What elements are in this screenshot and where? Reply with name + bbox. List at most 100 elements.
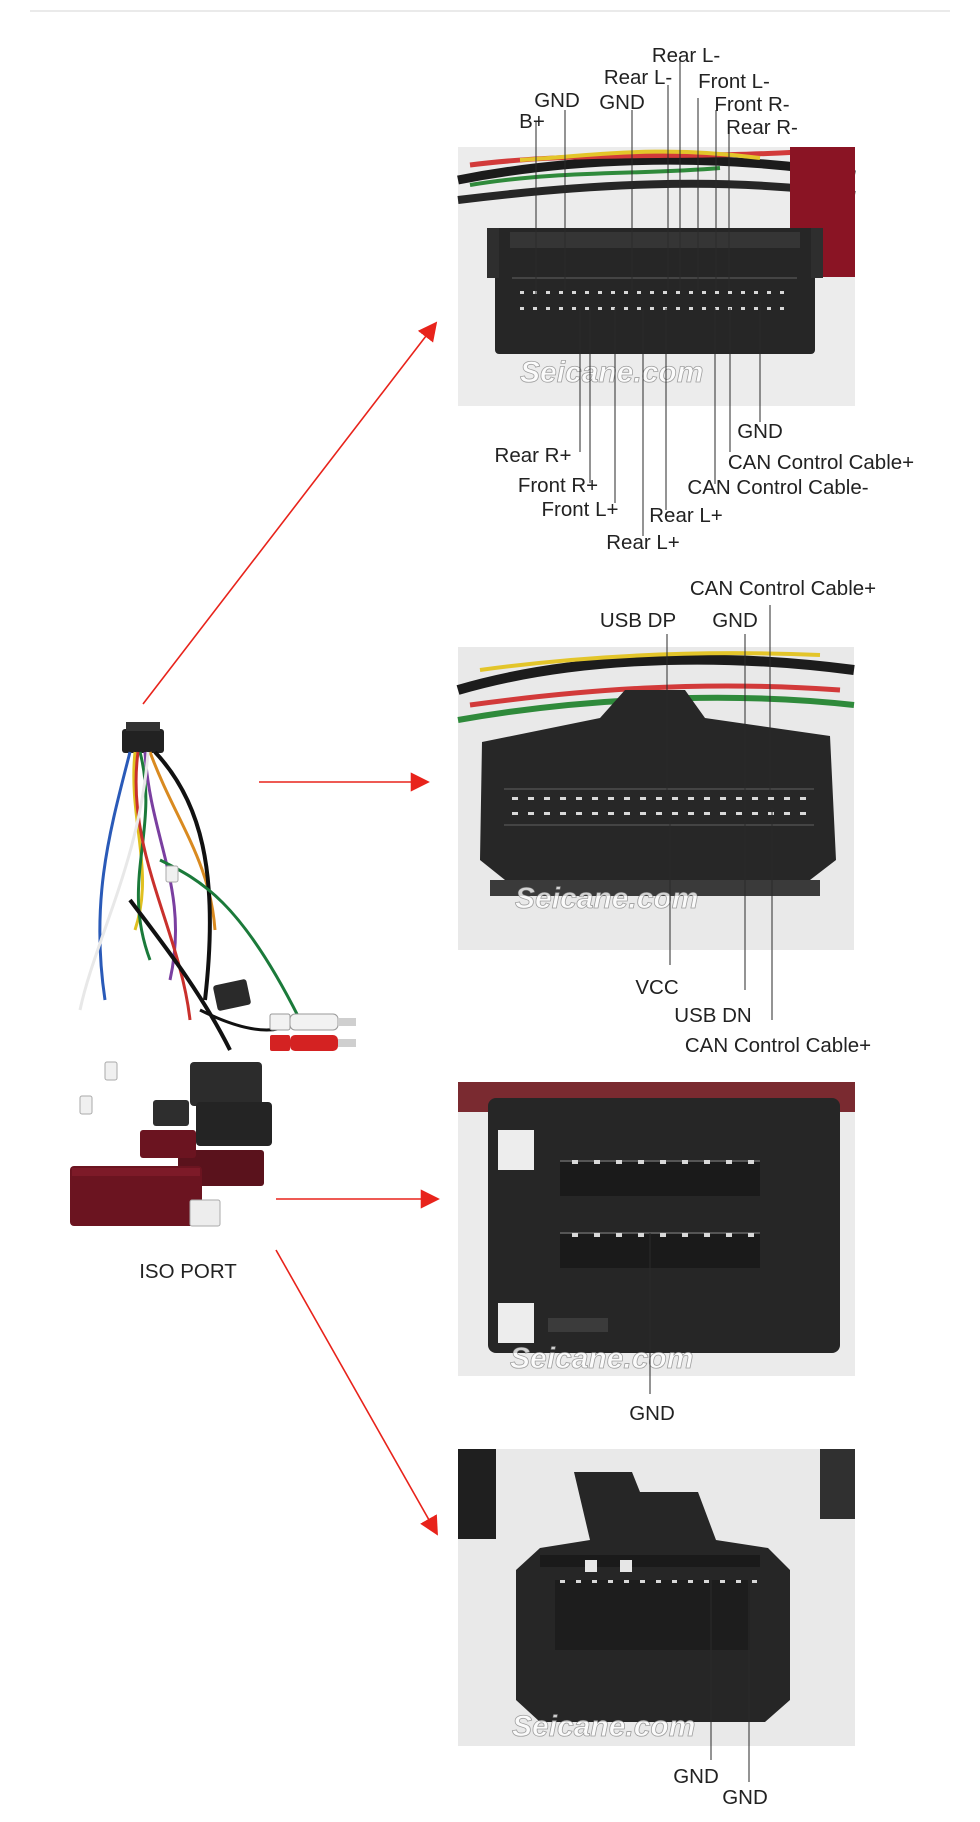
connector-pin bbox=[800, 797, 806, 800]
connector-pin bbox=[656, 797, 662, 800]
label-b-plus: B+ bbox=[519, 110, 545, 133]
connector-pin bbox=[682, 1233, 688, 1237]
iso-harness-image bbox=[70, 722, 356, 1227]
connector-pin bbox=[748, 1160, 754, 1164]
connector-pin bbox=[736, 797, 742, 800]
connector-pin bbox=[780, 291, 784, 294]
connector-pin bbox=[572, 291, 576, 294]
label-front-r-plus: Front R+ bbox=[518, 474, 598, 497]
connector-pin bbox=[611, 291, 615, 294]
connector-pin bbox=[572, 1233, 578, 1237]
connector-pin bbox=[608, 812, 614, 815]
connector-pin bbox=[689, 307, 693, 310]
connector-pin bbox=[616, 1160, 622, 1164]
connector-pin bbox=[715, 307, 719, 310]
connector-pin bbox=[616, 1233, 622, 1237]
connector-pin bbox=[637, 307, 641, 310]
label-front-r-minus: Front R- bbox=[714, 93, 789, 116]
connector-pin bbox=[608, 1580, 613, 1583]
label-vcc: VCC bbox=[635, 976, 678, 999]
connector-pin bbox=[637, 291, 641, 294]
label-gnd-top-a: GND bbox=[534, 89, 580, 112]
connector-pin bbox=[676, 291, 680, 294]
connector-pin bbox=[736, 812, 742, 815]
connector-pin bbox=[768, 812, 774, 815]
label-can-control-cable-plus-3: CAN Control Cable+ bbox=[685, 1034, 871, 1057]
connector-pin bbox=[546, 307, 550, 310]
connector-pin bbox=[533, 291, 537, 294]
connector-photo-1: Seicane.com bbox=[457, 147, 856, 406]
iso-port-caption: ISO PORT bbox=[139, 1260, 237, 1283]
arrow-to-panel-4 bbox=[275, 1249, 438, 1536]
connector-pin bbox=[650, 291, 654, 294]
connector-pin bbox=[672, 812, 678, 815]
connector-pin bbox=[624, 797, 630, 800]
connector-pin bbox=[728, 291, 732, 294]
connector-pin bbox=[682, 1160, 688, 1164]
watermark-3: Seicane.com bbox=[510, 1342, 693, 1375]
connector-pin bbox=[624, 291, 628, 294]
connector-pin bbox=[663, 307, 667, 310]
label-rear-l-plus-b: Rear L+ bbox=[606, 531, 680, 554]
connector-photo-3: Seicane.com bbox=[458, 1082, 855, 1376]
connector-pin bbox=[656, 812, 662, 815]
connector-pin bbox=[752, 797, 758, 800]
connector-pin bbox=[704, 812, 710, 815]
connector-pin bbox=[672, 1580, 677, 1583]
connector-pin bbox=[704, 797, 710, 800]
connector-pin bbox=[572, 307, 576, 310]
connector-pin bbox=[752, 1580, 757, 1583]
connector-pin bbox=[638, 1160, 644, 1164]
connector-pin bbox=[663, 291, 667, 294]
connector-pin bbox=[656, 1580, 661, 1583]
label-can-control-cable-plus-1: CAN Control Cable+ bbox=[728, 451, 914, 474]
connector-pin bbox=[592, 797, 598, 800]
connector-pin bbox=[624, 812, 630, 815]
label-gnd-panel-4-a: GND bbox=[673, 1765, 719, 1788]
connector-pin bbox=[688, 1580, 693, 1583]
connector-pin bbox=[572, 1160, 578, 1164]
connector-pin bbox=[702, 291, 706, 294]
pin-row-2 bbox=[512, 797, 806, 815]
label-gnd-panel-2: GND bbox=[712, 609, 758, 632]
connector-pin bbox=[598, 291, 602, 294]
connector-pin bbox=[559, 307, 563, 310]
connector-pin bbox=[720, 812, 726, 815]
connector-pin bbox=[720, 797, 726, 800]
connector-pin bbox=[576, 812, 582, 815]
connector-pin bbox=[585, 291, 589, 294]
label-gnd-panel-4-b: GND bbox=[722, 1786, 768, 1809]
connector-pin bbox=[736, 1580, 741, 1583]
connector-pin bbox=[650, 307, 654, 310]
connector-pin bbox=[533, 307, 537, 310]
connector-pin bbox=[780, 307, 784, 310]
pin-row-4 bbox=[560, 1580, 757, 1583]
connector-pin bbox=[800, 812, 806, 815]
connector-pin bbox=[544, 797, 550, 800]
connector-pin bbox=[715, 291, 719, 294]
panel-1-leads bbox=[535, 61, 761, 536]
connector-pin bbox=[640, 1580, 645, 1583]
watermark-1: Seicane.com bbox=[520, 356, 703, 389]
connector-pin bbox=[688, 812, 694, 815]
connector-pin bbox=[520, 291, 524, 294]
connector-pin bbox=[704, 1160, 710, 1164]
connector-pin bbox=[704, 1580, 709, 1583]
label-rear-l-minus-a: Rear L- bbox=[652, 44, 720, 67]
label-gnd-bottom: GND bbox=[737, 420, 783, 443]
connector-pin bbox=[585, 307, 589, 310]
connector-pin bbox=[741, 307, 745, 310]
connector-pin bbox=[512, 812, 518, 815]
connector-pin bbox=[640, 812, 646, 815]
connector-pin bbox=[611, 307, 615, 310]
label-gnd-panel-3: GND bbox=[629, 1402, 675, 1425]
connector-pin bbox=[660, 1233, 666, 1237]
connector-pin bbox=[520, 307, 524, 310]
connector-pin bbox=[752, 812, 758, 815]
arrow-to-panel-1 bbox=[142, 321, 438, 705]
connector-pin bbox=[598, 307, 602, 310]
connector-pin bbox=[592, 812, 598, 815]
connector-pin bbox=[748, 1233, 754, 1237]
label-front-l-plus: Front L+ bbox=[542, 498, 619, 521]
